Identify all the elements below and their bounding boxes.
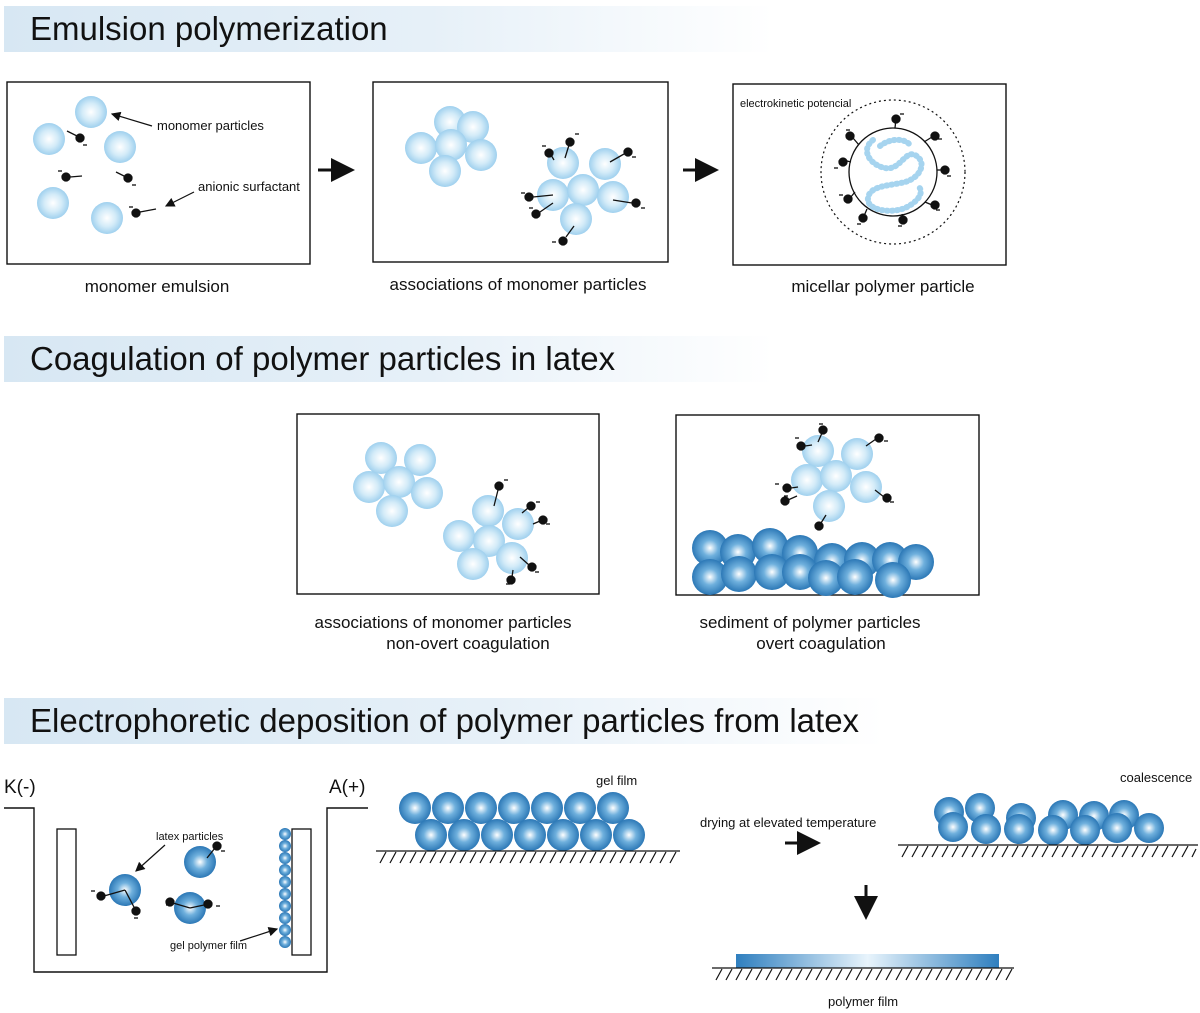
- panel-associations: [372, 81, 669, 263]
- panel-micellar: [732, 83, 1007, 266]
- anode-plate: [291, 828, 312, 956]
- pointer-gel-polymer-film: [239, 927, 279, 942]
- caption-micellar: micellar polymer particle: [791, 277, 975, 296]
- pointer-anionic-surfactant: [164, 191, 195, 207]
- section-title-coagulation: Coagulation of polymer particles in late…: [30, 340, 616, 377]
- pointer-latex-particles: [135, 844, 166, 872]
- caption-non-overt-line1: associations of monomer particles: [314, 613, 572, 632]
- polymer-chain: [864, 136, 925, 214]
- monomer-particle: [37, 187, 69, 219]
- polymer-film-layer: [736, 954, 999, 968]
- monomer-particle: [75, 96, 107, 128]
- label-gel-polymer-film: gel polymer film: [170, 940, 248, 952]
- section-banner-emulsion: Emulsion polymerization: [4, 6, 774, 52]
- micelle-core: [848, 127, 938, 217]
- association-cluster-charged: [537, 147, 629, 235]
- monomer-particle: [33, 123, 65, 155]
- non-overt-cluster-charged: [443, 495, 534, 580]
- micelle-surfactants: [834, 113, 951, 227]
- pointer-monomer-particles: [110, 111, 153, 127]
- association-surfactants: [521, 133, 645, 246]
- non-overt-cluster-plain: [353, 442, 443, 527]
- substrate-coalescence: [898, 844, 1198, 858]
- electrophoresis-tank: [4, 807, 368, 973]
- coalescence-particles: [934, 793, 1164, 845]
- surfactant-molecules: [58, 130, 157, 218]
- panel-monomer-emulsion: [6, 81, 311, 265]
- label-coalescence: coalescence: [1120, 770, 1193, 785]
- section-banner-coagulation: Coagulation of polymer particles in late…: [4, 336, 774, 382]
- latex-particles: [109, 846, 216, 924]
- latex-surfactants: [91, 841, 225, 919]
- label-monomer-particles: monomer particles: [157, 118, 264, 133]
- section-title-emulsion: Emulsion polymerization: [30, 10, 388, 47]
- caption-non-overt-line2: non-overt coagulation: [386, 634, 550, 653]
- overt-surfactants: [775, 423, 894, 531]
- caption-overt-line2: overt coagulation: [756, 634, 886, 653]
- caption-associations: associations of monomer particles: [389, 275, 647, 294]
- overt-cluster: [791, 435, 882, 522]
- monomer-particle: [91, 202, 123, 234]
- section-banner-electro: Electrophoretic deposition of polymer pa…: [4, 698, 884, 744]
- monomer-emulsion-particles: [33, 96, 136, 234]
- label-drying: drying at elevated temperature: [700, 815, 877, 830]
- association-cluster-plain: [405, 106, 497, 187]
- cathode-plate: [56, 828, 77, 956]
- label-gel-film: gel film: [596, 773, 638, 788]
- substrate-polymer-film: [712, 967, 1014, 981]
- caption-overt-line1: sediment of polymer particles: [699, 613, 921, 632]
- non-overt-surfactants: [493, 479, 550, 585]
- label-cathode: K(-): [4, 777, 36, 798]
- label-anionic-surfactant: anionic surfactant: [198, 179, 300, 194]
- label-electrokinetic-potencial: electrokinetic potencial: [740, 98, 852, 110]
- caption-monomer-emulsion: monomer emulsion: [84, 277, 230, 296]
- substrate-gel-film: [376, 850, 680, 864]
- electrode-gel-particles: [279, 828, 291, 948]
- label-anode: A(+): [329, 777, 366, 798]
- monomer-particle: [104, 131, 136, 163]
- panel-non-overt: [296, 413, 600, 595]
- gel-film-particles: [399, 792, 645, 851]
- label-polymer-film: polymer film: [828, 994, 899, 1009]
- electrokinetic-boundary: [820, 99, 966, 245]
- section-title-electro: Electrophoretic deposition of polymer pa…: [30, 702, 860, 739]
- label-latex-particles: latex particles: [156, 831, 224, 843]
- sediment-polymer-particles: [692, 528, 934, 598]
